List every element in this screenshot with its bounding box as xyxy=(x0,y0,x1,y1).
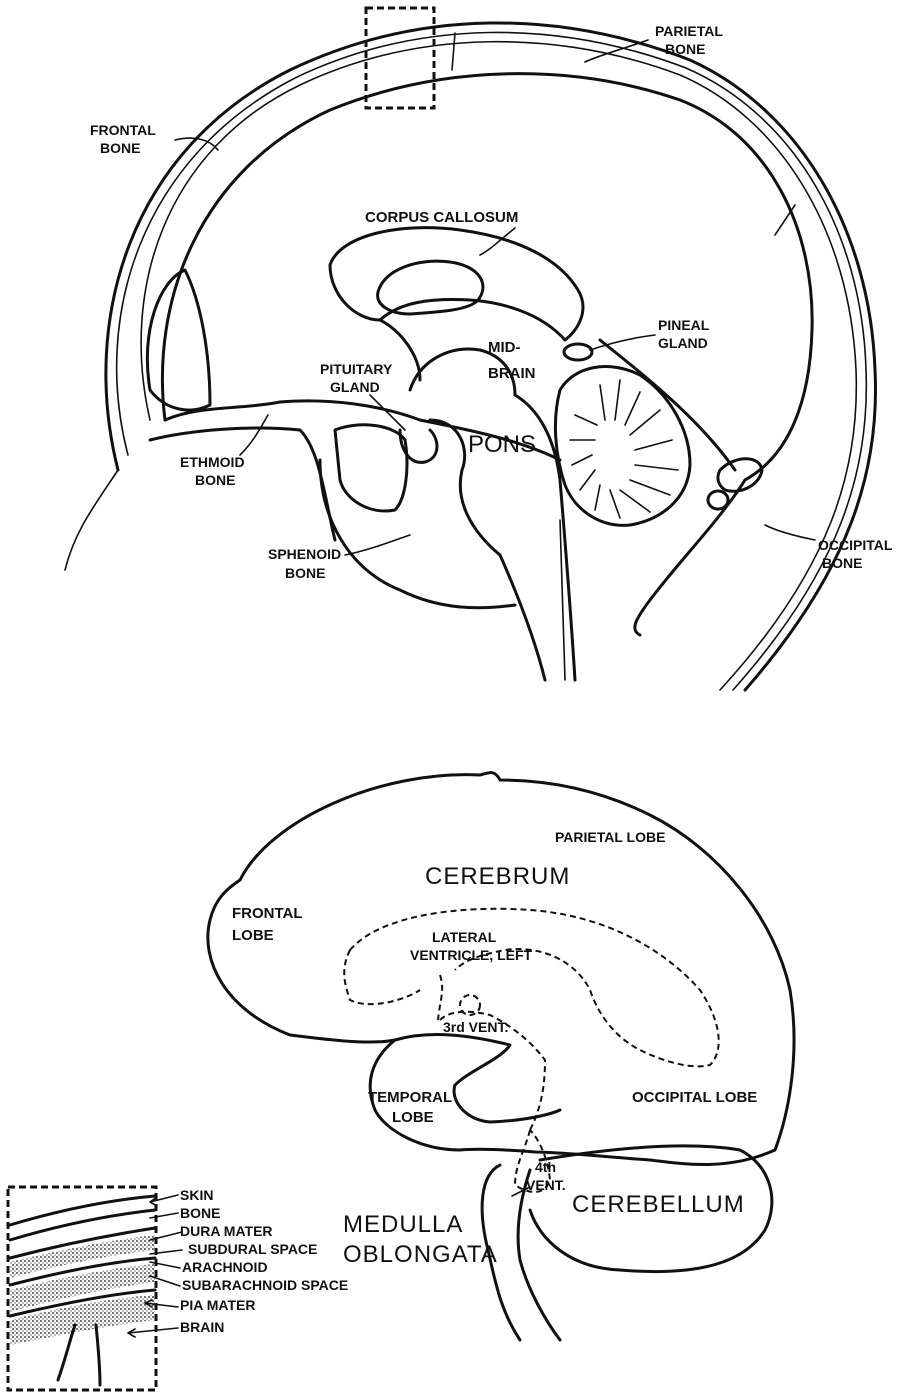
corpus-callosum-outline xyxy=(330,228,583,340)
brainstem-anterior xyxy=(430,420,545,680)
label-pons: PONS xyxy=(468,431,536,458)
arrow-bone xyxy=(150,1213,178,1218)
label-arachnoid: ARACHNOID xyxy=(182,1259,268,1275)
face-profile xyxy=(65,470,118,570)
label-occipital-lobe: OCCIPITAL LOBE xyxy=(632,1089,757,1106)
arrow-brain xyxy=(128,1328,178,1337)
arrow-pia xyxy=(145,1300,178,1307)
pineal-gland-shape xyxy=(564,344,592,360)
skull-inner-table xyxy=(162,74,812,480)
label-midbrain: MID-BRAIN xyxy=(488,339,536,382)
lateral-ventricle-outline xyxy=(344,909,718,1067)
label-cerebellum: CEREBELLUM xyxy=(572,1191,745,1218)
skull-diploe-line xyxy=(117,32,867,690)
layer-bone-top xyxy=(10,1210,155,1240)
ethmoid-outline xyxy=(150,428,335,540)
label-skin: SKIN xyxy=(180,1187,213,1203)
leader-sphenoid xyxy=(345,535,410,555)
label-subdural-space: SUBDURAL SPACE xyxy=(188,1241,317,1257)
label-parietal-lobe: PARIETAL LOBE xyxy=(555,829,665,845)
lateral-ventricle-top xyxy=(378,261,483,314)
tentorium xyxy=(600,340,735,470)
leader-occipital xyxy=(765,525,815,540)
label-corpus-callosum: CORPUS CALLOSUM xyxy=(365,209,518,226)
label-pia-mater: PIA MATER xyxy=(180,1297,255,1313)
sphenoid-body xyxy=(320,460,515,608)
lambdoid-suture xyxy=(775,205,795,235)
label-cerebrum: CEREBRUM xyxy=(425,863,570,890)
label-3rd-vent: 3rd VENT. xyxy=(443,1019,508,1035)
label-bone: BONE xyxy=(180,1205,220,1221)
meninges-inset xyxy=(8,1187,182,1390)
sphenoid-sinus xyxy=(335,425,407,511)
frontal-sinus xyxy=(147,270,210,410)
label-dura-mater: DURA MATER xyxy=(180,1223,273,1239)
leader-ethmoid xyxy=(240,415,268,455)
skull-outer-table xyxy=(106,23,876,690)
coronal-suture xyxy=(452,33,455,70)
leader-pineal xyxy=(590,335,655,350)
label-brain: BRAIN xyxy=(180,1319,224,1335)
sagittal-head-diagram xyxy=(65,8,876,690)
cerebellum-arbor xyxy=(555,367,690,526)
label-subarachnoid-space: SUBARACHNOID SPACE xyxy=(182,1277,348,1293)
occipital-base xyxy=(635,480,745,635)
